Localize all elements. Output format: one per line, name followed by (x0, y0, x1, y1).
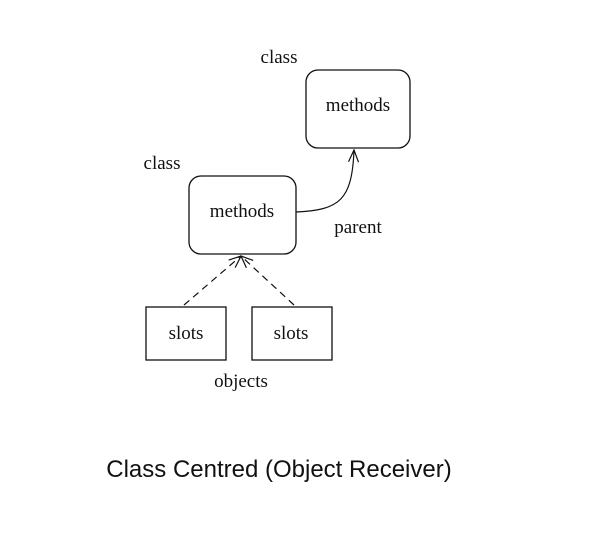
parent-class-label: class (261, 47, 298, 68)
right-slots-box: slots (251, 306, 333, 361)
right-instance-arrow (241, 256, 295, 306)
diagram-caption: Class Centred (Object Receiver) (106, 456, 451, 483)
left-slots-box: slots (145, 306, 227, 361)
objects-label: objects (214, 371, 268, 392)
left-instance-arrow (183, 256, 241, 306)
parent-edge-arrow (295, 150, 354, 213)
parent-methods-text: methods (326, 95, 390, 116)
child-methods-box: methods (188, 175, 297, 255)
right-slots-text: slots (274, 323, 309, 344)
child-class-label: class (144, 153, 181, 174)
left-slots-text: slots (169, 323, 204, 344)
child-methods-text: methods (210, 201, 274, 222)
parent-edge-label: parent (334, 217, 382, 238)
parent-methods-box: methods (305, 69, 411, 149)
